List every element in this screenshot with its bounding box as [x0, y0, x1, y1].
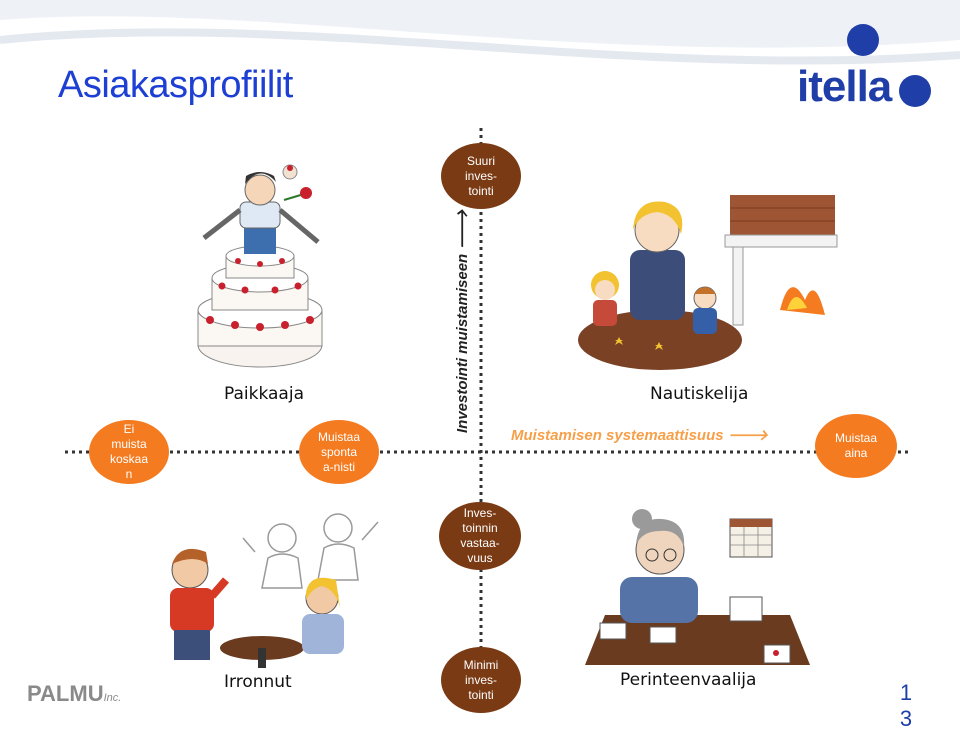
persona-paikkaaja: Paikkaaja: [224, 384, 304, 404]
oval-investment-equivalence: Inves- toinnin vastaa- vuus: [439, 502, 521, 570]
itella-logo-dot-end: [899, 75, 931, 107]
palmu-logo: PALMUInc.: [27, 681, 121, 707]
itella-logo-dot: [847, 24, 879, 56]
oval-large-investment: Suuri inves- tointi: [441, 143, 521, 209]
oval-spontaneous: Muistaa sponta a-nisti: [299, 420, 379, 484]
cake-man-illustration: [197, 164, 323, 368]
palmu-brand: PALMU: [27, 681, 104, 706]
vertical-axis-label: Investointi muistamiseen 🡒: [454, 209, 471, 433]
horizontal-axis-label: Muistamisen systemaattisuus 🡒: [511, 427, 768, 444]
friends-coffee-illustration: [170, 513, 379, 668]
page-number: 1 3: [899, 680, 913, 731]
elderly-woman-illustration: [585, 509, 810, 665]
header-swoosh: [0, 0, 960, 65]
oval-always-remembers: Muistaa aina: [815, 414, 897, 478]
oval-never-remembers: Ei muista koskaa n: [89, 420, 169, 484]
persona-irronnut: Irronnut: [224, 672, 292, 692]
persona-nautiskelija: Nautiskelija: [650, 384, 749, 404]
palmu-inc: Inc.: [103, 692, 122, 704]
oval-minimum-investment: Minimi inves- tointi: [441, 647, 521, 713]
itella-logo: itella: [797, 62, 892, 111]
persona-perinteenvaalija: Perinteenvaalija: [620, 670, 757, 690]
crafting-woman-illustration: [578, 195, 838, 370]
page-title: Asiakasprofiilit: [58, 64, 293, 106]
